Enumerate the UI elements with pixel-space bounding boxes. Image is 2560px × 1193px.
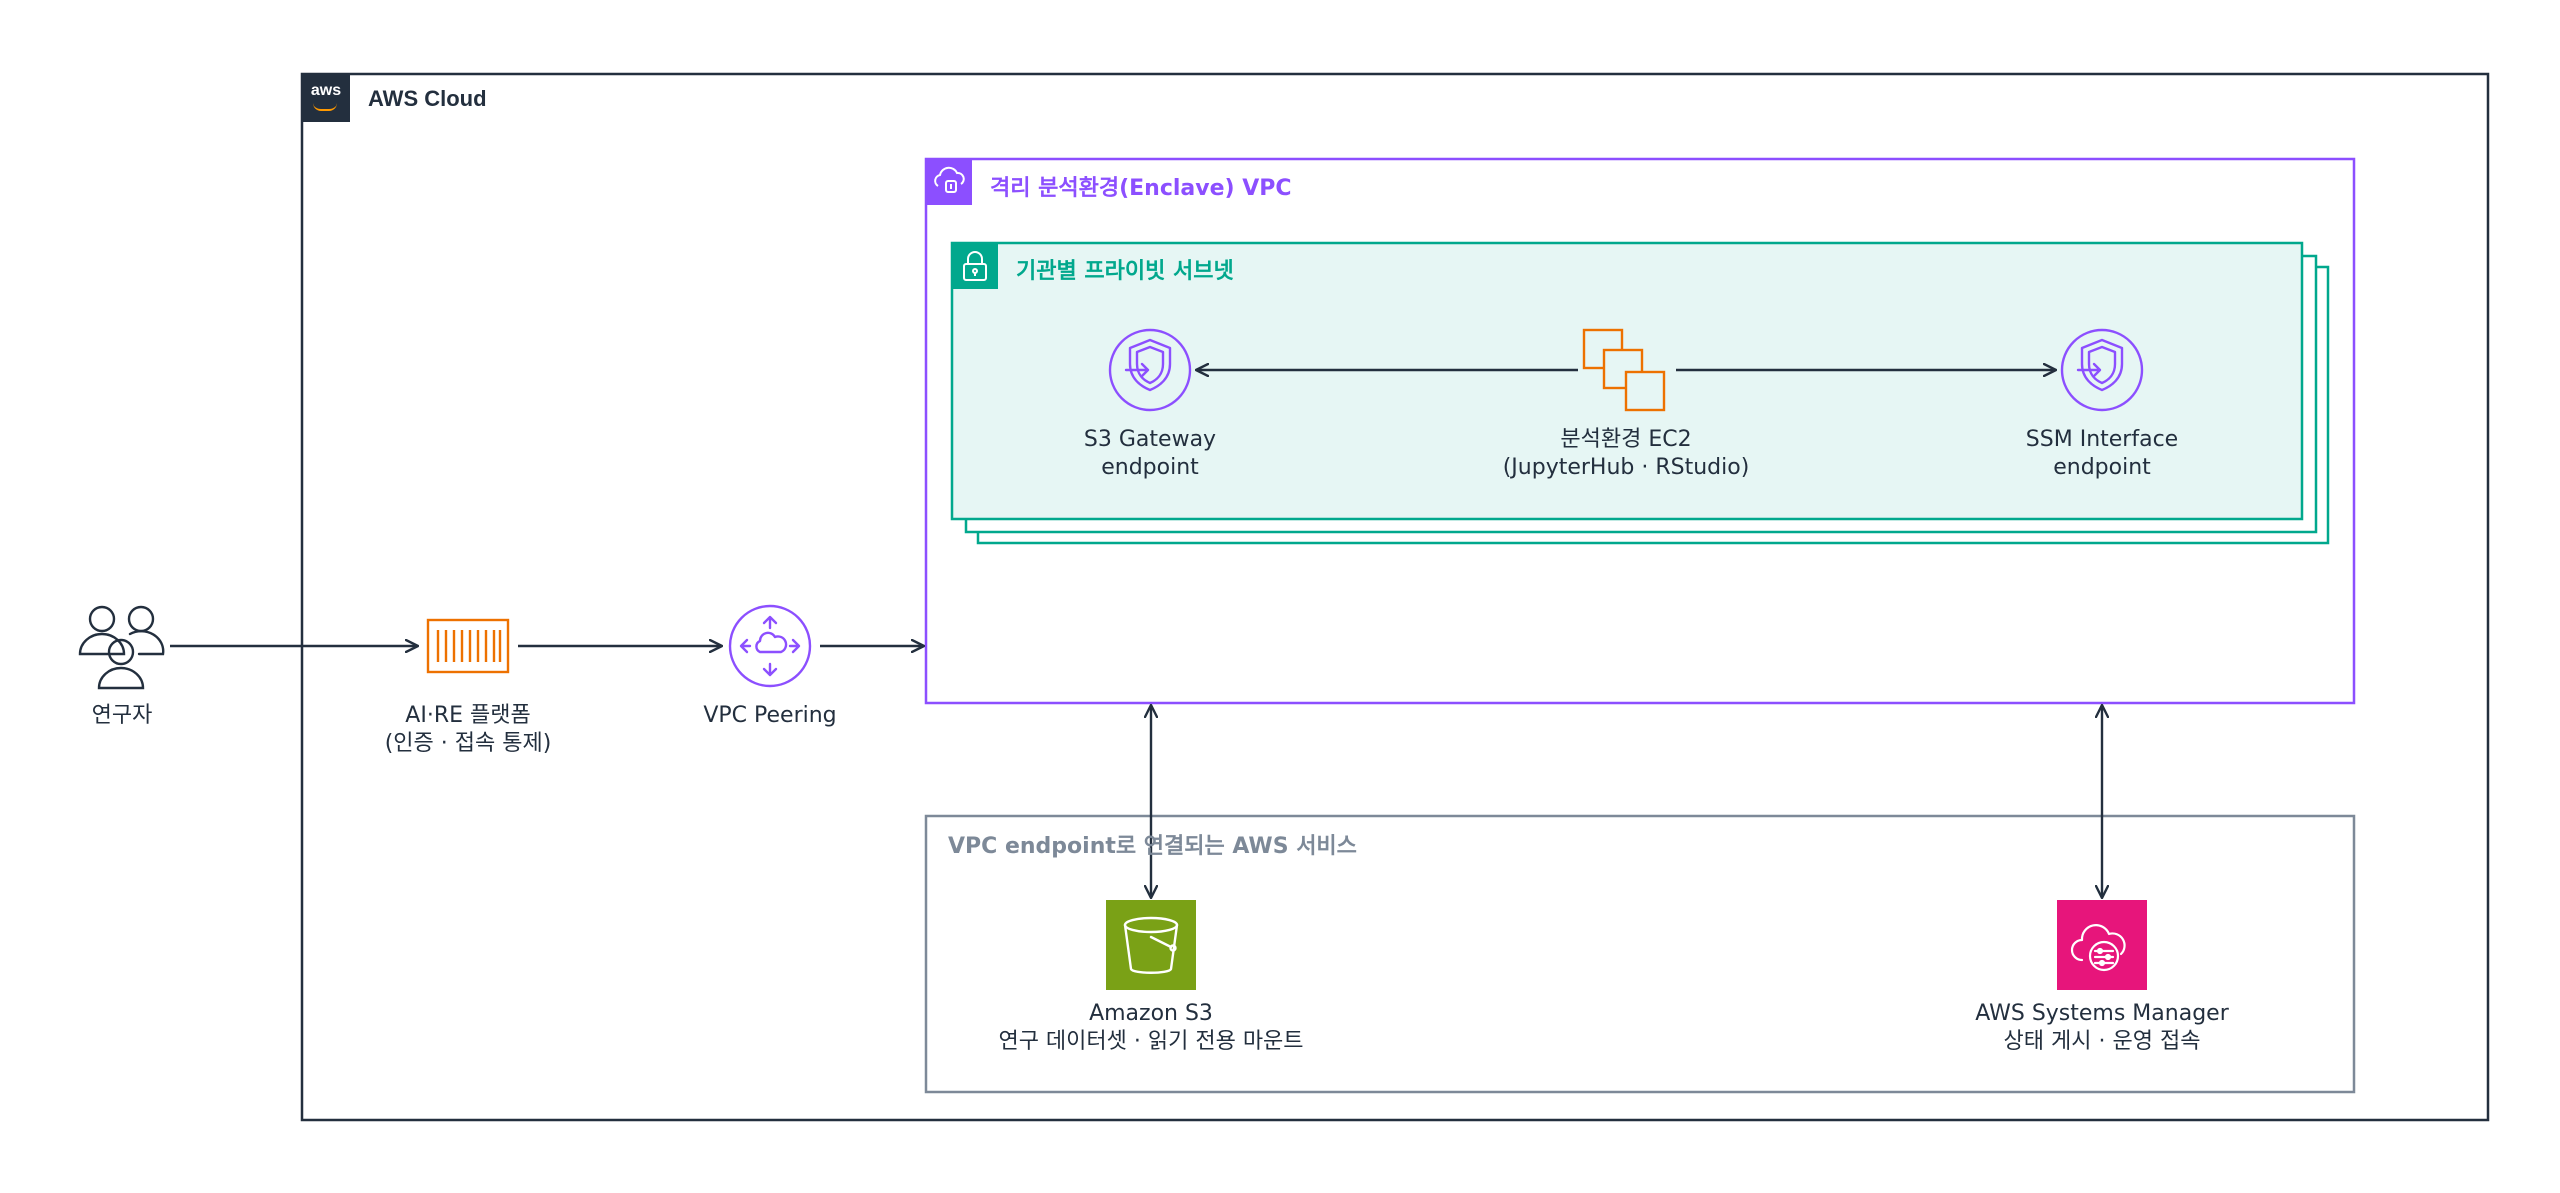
aire-platform-label: AI·RE 플랫폼 (인증 · 접속 통제) <box>385 702 552 758</box>
private-subnet-group <box>950 241 2304 521</box>
amazon-s3-label-line2: 연구 데이터셋 · 읽기 전용 마운트 <box>998 1029 1304 1054</box>
s3-gateway-endpoint-icon <box>1108 328 1192 412</box>
researcher-node[interactable] <box>76 602 168 694</box>
systems-manager-label-line2: 상태 게시 · 운영 접속 <box>2003 1029 2201 1054</box>
vpc-cloud-icon <box>934 166 965 193</box>
s3-gateway-endpoint-label: S3 Gateway endpoint <box>1084 426 1216 482</box>
aire-platform-node[interactable] <box>424 612 514 680</box>
systems-manager-node[interactable] <box>2057 900 2147 990</box>
researcher-label-line1: 연구자 <box>91 703 153 728</box>
systems-manager-label-line1: AWS Systems Manager <box>1975 1001 2229 1026</box>
lock-icon <box>963 251 987 281</box>
systems-manager-icon <box>2057 900 2147 990</box>
vpc-peering-label: VPC Peering <box>703 702 836 730</box>
vpc-peering-icon <box>728 604 812 688</box>
ssm-interface-endpoint-label: SSM Interface endpoint <box>2026 426 2178 482</box>
aws-logo-badge <box>302 74 350 122</box>
ec2-label-line2: (JupyterHub · RStudio) <box>1502 455 1750 480</box>
amazon-s3-node[interactable] <box>1106 900 1196 990</box>
aws-logo-smile <box>313 103 337 111</box>
ssm-interface-endpoint-label-line1: SSM Interface <box>2025 427 2179 452</box>
researcher-label: 연구자 <box>92 702 153 730</box>
ssm-interface-endpoint-icon <box>2060 328 2144 412</box>
ssm-interface-endpoint-label-line2: endpoint <box>2053 455 2151 480</box>
enclave-vpc-label: 격리 분석환경(Enclave) VPC <box>990 176 1292 201</box>
subnet-badge <box>952 243 998 289</box>
s3-gateway-endpoint-label-line2: endpoint <box>1101 455 1199 480</box>
ssm-interface-endpoint-node[interactable] <box>2060 328 2144 412</box>
s3-gateway-endpoint-label-line1: S3 Gateway <box>1083 427 1217 452</box>
s3-gateway-endpoint-node[interactable] <box>1108 328 1192 412</box>
systems-manager-label: AWS Systems Manager 상태 게시 · 운영 접속 <box>1975 1000 2228 1056</box>
amazon-s3-icon <box>1106 900 1196 990</box>
amazon-s3-label-line1: Amazon S3 <box>1089 1001 1213 1026</box>
amazon-s3-label: Amazon S3 연구 데이터셋 · 읽기 전용 마운트 <box>998 1000 1303 1056</box>
ec2-label-line1: 분석환경 EC2 <box>1560 427 1692 452</box>
private-subnet-label: 기관별 프라이빗 서브넷 <box>1016 259 1234 284</box>
aire-platform-label-line1: AI·RE 플랫폼 <box>405 703 531 728</box>
aws-cloud-label: AWS Cloud <box>368 86 487 111</box>
endpoint-services-group <box>924 814 2356 1094</box>
aws-logo-text: aws <box>310 82 342 99</box>
users-icon <box>78 605 165 690</box>
aws-cloud-group <box>300 72 2490 1122</box>
ec2-instances-icon <box>1582 328 1666 412</box>
vpc-peering-label-line1: VPC Peering <box>703 703 837 728</box>
ec2-label: 분석환경 EC2 (JupyterHub · RStudio) <box>1503 426 1750 482</box>
vpc-peering-node[interactable] <box>728 604 812 688</box>
endpoint-services-label: VPC endpoint로 연결되는 AWS 서비스 <box>948 834 1357 859</box>
ec2-node[interactable] <box>1580 326 1668 414</box>
enclave-vpc-group <box>924 157 2356 705</box>
aire-platform-label-line2: (인증 · 접속 통제) <box>384 731 552 756</box>
platform-appliance-icon <box>426 618 510 674</box>
